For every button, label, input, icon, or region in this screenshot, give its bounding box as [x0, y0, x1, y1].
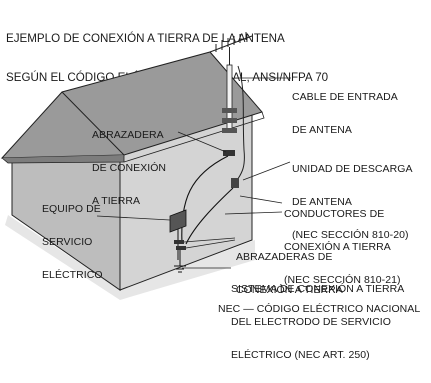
label-unidad-descarga: UNIDAD DE DESCARGA DE ANTENA (NEC SECCIÓ… [292, 142, 413, 263]
label-sistema-line-2: DEL ELECTRODO DE SERVICIO [231, 316, 391, 328]
label-abrazadera-line-1: ABRAZADERA [92, 129, 164, 141]
label-unidad-descarga-line-2: DE ANTENA [292, 196, 352, 208]
label-abrazadera: ABRAZADERA DE CONEXIÓN A TIERRA [92, 108, 166, 229]
ground-conductor-discharge [185, 187, 234, 245]
title-line-1: EJEMPLO DE CONEXIÓN A TIERRA DE LA ANTEN… [6, 32, 285, 45]
ground-clamp-2 [176, 246, 186, 250]
label-sistema-line-3: ELÉCTRICO (NEC ART. 250) [231, 349, 370, 361]
label-abrazaderas-line-1: ABRAZADERAS DE [236, 251, 333, 263]
label-equipo-servicio-line-2: SERVICIO [42, 236, 93, 248]
mast-ground-clamp [223, 150, 235, 156]
label-sistema: SISTEMA DE CONEXIÓN A TIERRA DEL ELECTRO… [231, 262, 404, 383]
label-sistema-line-1: SISTEMA DE CONEXIÓN A TIERRA [231, 283, 405, 295]
label-unidad-descarga-line-3: (NEC SECCIÓN 810-20) [292, 229, 409, 241]
label-cable-entrada-line-2: DE ANTENA [292, 124, 352, 136]
label-cable-entrada: CABLE DE ENTRADA DE ANTENA [292, 70, 398, 158]
leader-lines [96, 77, 291, 269]
house-illustration [0, 32, 291, 300]
ground-clamp-1 [174, 240, 184, 244]
label-abrazaderas: ABRAZADERAS DE CONEXIÓN A TIERRA [236, 230, 343, 318]
label-abrazadera-line-3: A TIERRA [92, 195, 141, 207]
label-equipo-servicio: EQUIPO DE SERVICIO ELÉCTRICO [42, 182, 103, 303]
discharge-unit [231, 178, 239, 188]
grounding-diagram: EJEMPLO DE CONEXIÓN A TIERRA DE LA ANTEN… [0, 32, 421, 361]
label-conductores-line-2: CONEXIÓN A TIERRA [284, 241, 391, 253]
label-conductores-line-1: CONDUCTORES DE [284, 208, 385, 220]
mast-clamp-lower [222, 128, 237, 133]
label-equipo-servicio-line-3: ELÉCTRICO [42, 269, 103, 281]
antenna-elements [209, 32, 253, 65]
label-conductores-line-3: (NEC SECCIÓN 810-21) [284, 274, 401, 286]
footer-note: NEC — CÓDIGO ELÉCTRICO NACIONAL [218, 303, 421, 315]
lead-in-cable [235, 65, 245, 183]
label-abrazaderas-line-2: CONEXIÓN A TIERRA [236, 284, 343, 296]
label-abrazadera-line-2: DE CONEXIÓN [92, 162, 167, 174]
label-unidad-descarga-line-1: UNIDAD DE DESCARGA [292, 163, 413, 175]
mast-clamp-middle [222, 118, 237, 123]
house-roof [0, 51, 263, 159]
electric-service-box [169, 209, 187, 233]
ground-shadow [5, 215, 255, 300]
mast-clamp-upper [222, 108, 237, 113]
label-equipo-servicio-line-1: EQUIPO DE [42, 203, 101, 215]
label-conductores: CONDUCTORES DE CONEXIÓN A TIERRA (NEC SE… [284, 187, 401, 308]
label-cable-entrada-line-1: CABLE DE ENTRADA [292, 91, 398, 103]
ground-conductor-mast [181, 155, 229, 245]
